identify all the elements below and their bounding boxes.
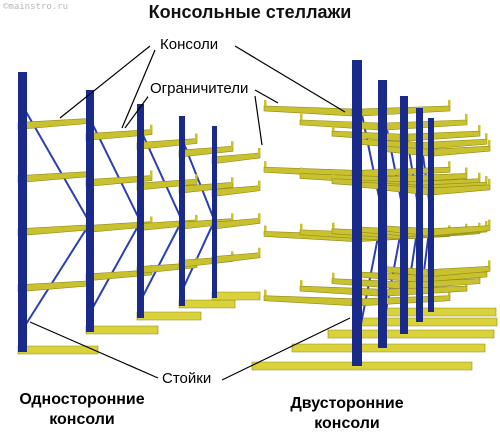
arm-stopper bbox=[485, 220, 488, 227]
console-arm bbox=[263, 105, 353, 117]
arm-stopper bbox=[448, 99, 451, 106]
arm-stopper bbox=[300, 280, 303, 287]
arm-stopper bbox=[488, 260, 491, 267]
arm-stopper bbox=[231, 177, 234, 184]
console-arm bbox=[331, 278, 401, 289]
arm-stopper bbox=[465, 113, 468, 120]
arm-stopper bbox=[195, 174, 198, 181]
arm-stopper bbox=[150, 170, 153, 177]
label-single-sided: Односторонние консоли bbox=[19, 391, 145, 428]
rack-post bbox=[352, 60, 362, 366]
arm-stopper bbox=[478, 222, 481, 229]
arm-stopper bbox=[448, 161, 451, 168]
console-arm bbox=[386, 119, 468, 131]
rack-post bbox=[212, 126, 217, 298]
arm-stopper bbox=[264, 289, 267, 296]
arm-stopper bbox=[332, 125, 335, 132]
rack-post bbox=[400, 96, 408, 334]
brace bbox=[139, 220, 183, 302]
console-arm bbox=[17, 171, 91, 183]
base-foot bbox=[178, 299, 236, 309]
arm-stopper bbox=[300, 223, 303, 230]
brace bbox=[21, 222, 91, 331]
arm-stopper bbox=[478, 125, 481, 132]
base-foot bbox=[291, 343, 486, 353]
base-foot bbox=[327, 329, 495, 339]
leader-line bbox=[121, 49, 156, 129]
label-double-sided: Двусторонние консоли bbox=[290, 395, 404, 432]
arm-stopper bbox=[150, 216, 153, 223]
arm-stopper bbox=[465, 167, 468, 174]
leader-line bbox=[221, 317, 351, 381]
rack-post bbox=[428, 118, 434, 312]
leader-lines bbox=[29, 45, 351, 381]
arm-stopper bbox=[264, 225, 267, 232]
arm-stopper bbox=[264, 161, 267, 168]
arm-stopper bbox=[150, 124, 153, 131]
arm-stopper bbox=[485, 176, 488, 183]
console-arm bbox=[211, 152, 261, 165]
label-posts: Стойки bbox=[160, 370, 214, 387]
arm-stopper bbox=[258, 213, 261, 220]
rack-post bbox=[137, 104, 144, 318]
console-arm bbox=[263, 295, 353, 306]
arm-stopper bbox=[231, 141, 234, 148]
arm-stopper bbox=[478, 172, 481, 179]
leader-line bbox=[124, 93, 151, 129]
console-arm bbox=[17, 280, 91, 293]
single-sided-rack bbox=[17, 72, 261, 355]
diagram-title: Консольные стеллажи bbox=[148, 2, 352, 22]
console-arm bbox=[17, 118, 91, 130]
arm-stopper bbox=[488, 219, 491, 226]
arm-stopper bbox=[195, 214, 198, 221]
arm-stopper bbox=[485, 133, 488, 140]
arm-stopper bbox=[195, 133, 198, 140]
arm-stopper bbox=[231, 213, 234, 220]
rack-post bbox=[86, 90, 94, 332]
console-arm bbox=[211, 252, 261, 265]
base-foot bbox=[17, 345, 99, 355]
arm-stopper bbox=[332, 272, 335, 279]
leader-line bbox=[234, 45, 346, 113]
double-sided-rack bbox=[251, 60, 498, 371]
arm-stopper bbox=[488, 178, 491, 185]
label-consoles: Консоли bbox=[158, 36, 221, 53]
rack-post bbox=[179, 116, 185, 306]
console-arm bbox=[299, 285, 379, 297]
base-foot bbox=[211, 291, 261, 301]
leader-line bbox=[59, 45, 151, 119]
arm-stopper bbox=[264, 99, 267, 106]
arm-stopper bbox=[300, 167, 303, 174]
rack-post bbox=[378, 80, 387, 348]
base-foot bbox=[136, 311, 202, 321]
console-arm bbox=[299, 119, 379, 131]
leader-line bbox=[254, 89, 279, 104]
console-arm bbox=[178, 145, 234, 158]
base-foot bbox=[85, 325, 159, 335]
arm-stopper bbox=[332, 172, 335, 179]
arm-stopper bbox=[258, 247, 261, 254]
rack-post bbox=[18, 72, 27, 352]
leader-line bbox=[254, 95, 263, 146]
arm-stopper bbox=[488, 140, 491, 147]
arm-stopper bbox=[231, 251, 234, 258]
label-limiters: Ограничители bbox=[148, 80, 251, 97]
leader-line bbox=[29, 321, 159, 379]
rack-post bbox=[416, 108, 423, 322]
arm-stopper bbox=[448, 289, 451, 296]
brace bbox=[181, 220, 216, 292]
arm-stopper bbox=[332, 222, 335, 229]
arm-stopper bbox=[300, 113, 303, 120]
arm-stopper bbox=[258, 180, 261, 187]
console-arm bbox=[17, 224, 91, 237]
brace bbox=[89, 221, 142, 314]
watermark: ©mainstro.ru bbox=[3, 2, 69, 12]
arm-stopper bbox=[258, 147, 261, 154]
